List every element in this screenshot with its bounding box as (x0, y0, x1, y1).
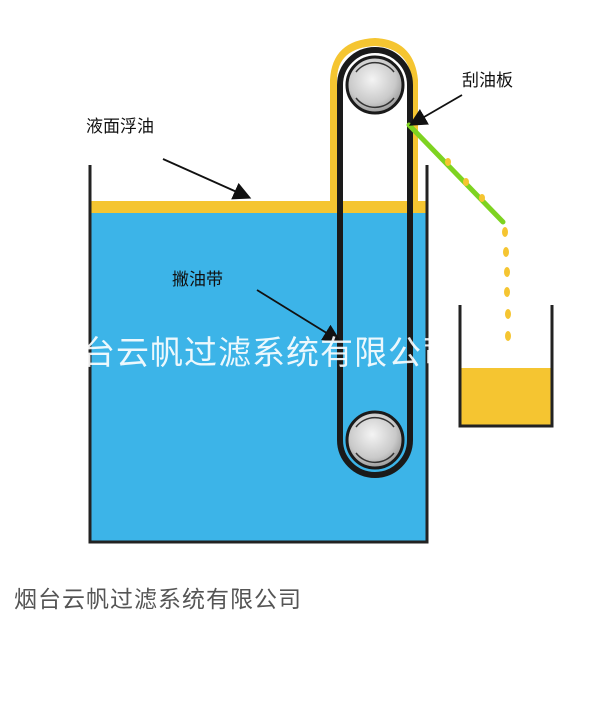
company-caption: 烟台云帆过滤系统有限公司 (14, 587, 302, 613)
label-surface-oil: 液面浮油 (86, 117, 154, 137)
arrow-surface-oil (162, 158, 252, 200)
tank-wall (88, 165, 429, 544)
top-pulley (345, 55, 405, 115)
arrow-skimmer-belt (256, 289, 342, 342)
label-skimmer-belt: 撇油带 (172, 270, 223, 290)
falling-oil-drops (502, 227, 511, 341)
watermark-text: 烟台云帆过滤系统有限公司 (48, 333, 456, 372)
collection-cup-oil (460, 368, 552, 426)
arrow-scraper (408, 94, 463, 126)
label-scraper: 刮油板 (462, 71, 513, 91)
tank-water (90, 212, 426, 542)
skimmer-belt-loop (337, 47, 413, 478)
scraper-oil-drops (445, 158, 485, 202)
scraper-blade (406, 122, 506, 225)
bottom-pulley (345, 410, 405, 470)
belt-oil-film (330, 38, 418, 201)
collection-cup-wall (458, 305, 554, 428)
surface-oil-layer (90, 201, 426, 213)
